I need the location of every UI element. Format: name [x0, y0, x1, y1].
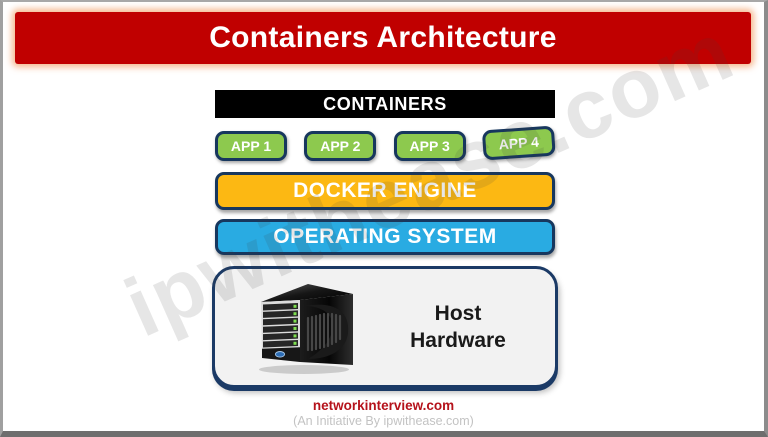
app-row: APP 1 APP 2 APP 3 APP 4	[215, 125, 556, 161]
host-hardware-label: Host Hardware	[361, 300, 555, 354]
host-label-line2: Hardware	[410, 329, 506, 352]
app-box-3: APP 3	[393, 131, 466, 161]
app-box-4: APP 4	[481, 125, 556, 161]
containers-header-bar: CONTAINERS	[215, 90, 555, 118]
app-box-2: APP 2	[304, 131, 377, 161]
architecture-stack: CONTAINERS APP 1 APP 2 APP 3 APP 4 DOCKE…	[212, 90, 558, 388]
server-icon	[255, 276, 361, 379]
operating-system-bar: OPERATING SYSTEM	[215, 219, 555, 255]
docker-engine-bar: DOCKER ENGINE	[215, 172, 555, 210]
footer-site-link: networkinterview.com	[312, 398, 455, 413]
operating-system-label: OPERATING SYSTEM	[273, 225, 497, 248]
docker-engine-label: DOCKER ENGINE	[293, 179, 477, 202]
footer-tagline: (An Initiative By ipwithease.com)	[293, 414, 474, 428]
title-banner: Containers Architecture	[15, 12, 751, 64]
app-box-1: APP 1	[215, 131, 287, 161]
host-label-line1: Host	[434, 302, 482, 325]
page-title: Containers Architecture	[209, 21, 557, 54]
containers-header-label: CONTAINERS	[323, 93, 447, 114]
host-hardware-box: Host Hardware	[212, 266, 558, 388]
